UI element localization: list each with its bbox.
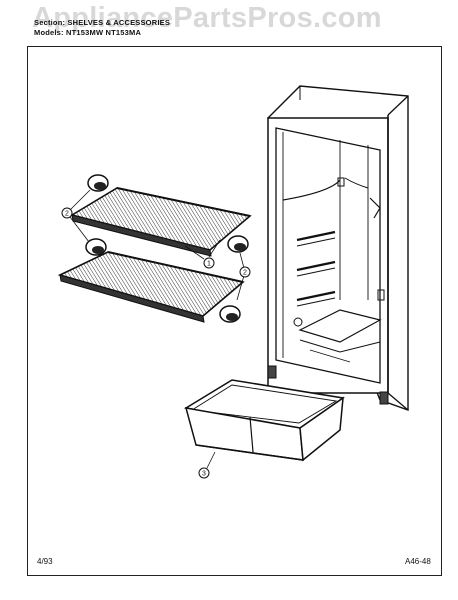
callout-label-2-right: 2 <box>243 270 247 277</box>
shelf-clip-c <box>227 235 249 253</box>
watermark: AppliancePartsPros.com <box>32 2 382 34</box>
shelf-clip-b <box>85 238 107 256</box>
diagram-frame <box>27 46 442 576</box>
shelf-clip-d <box>219 305 241 323</box>
callout-label-2-left: 2 <box>65 211 69 218</box>
upper-shelf <box>69 187 252 257</box>
crisper-drawer <box>183 379 345 462</box>
models-title: Models: NT153MW NT153MA <box>34 28 142 37</box>
section-title: Section: SHELVES & ACCESSORIES <box>34 18 171 27</box>
callout-markers <box>61 207 251 479</box>
shelf-clip-a <box>87 174 109 192</box>
callout-label-1: 1 <box>207 261 211 268</box>
footer-page-ref: A46-48 <box>405 557 431 566</box>
footer-date: 4/93 <box>37 557 53 566</box>
lower-shelf <box>57 251 245 323</box>
refrigerator-cabinet <box>267 85 409 411</box>
callout-label-3: 3 <box>202 471 206 478</box>
